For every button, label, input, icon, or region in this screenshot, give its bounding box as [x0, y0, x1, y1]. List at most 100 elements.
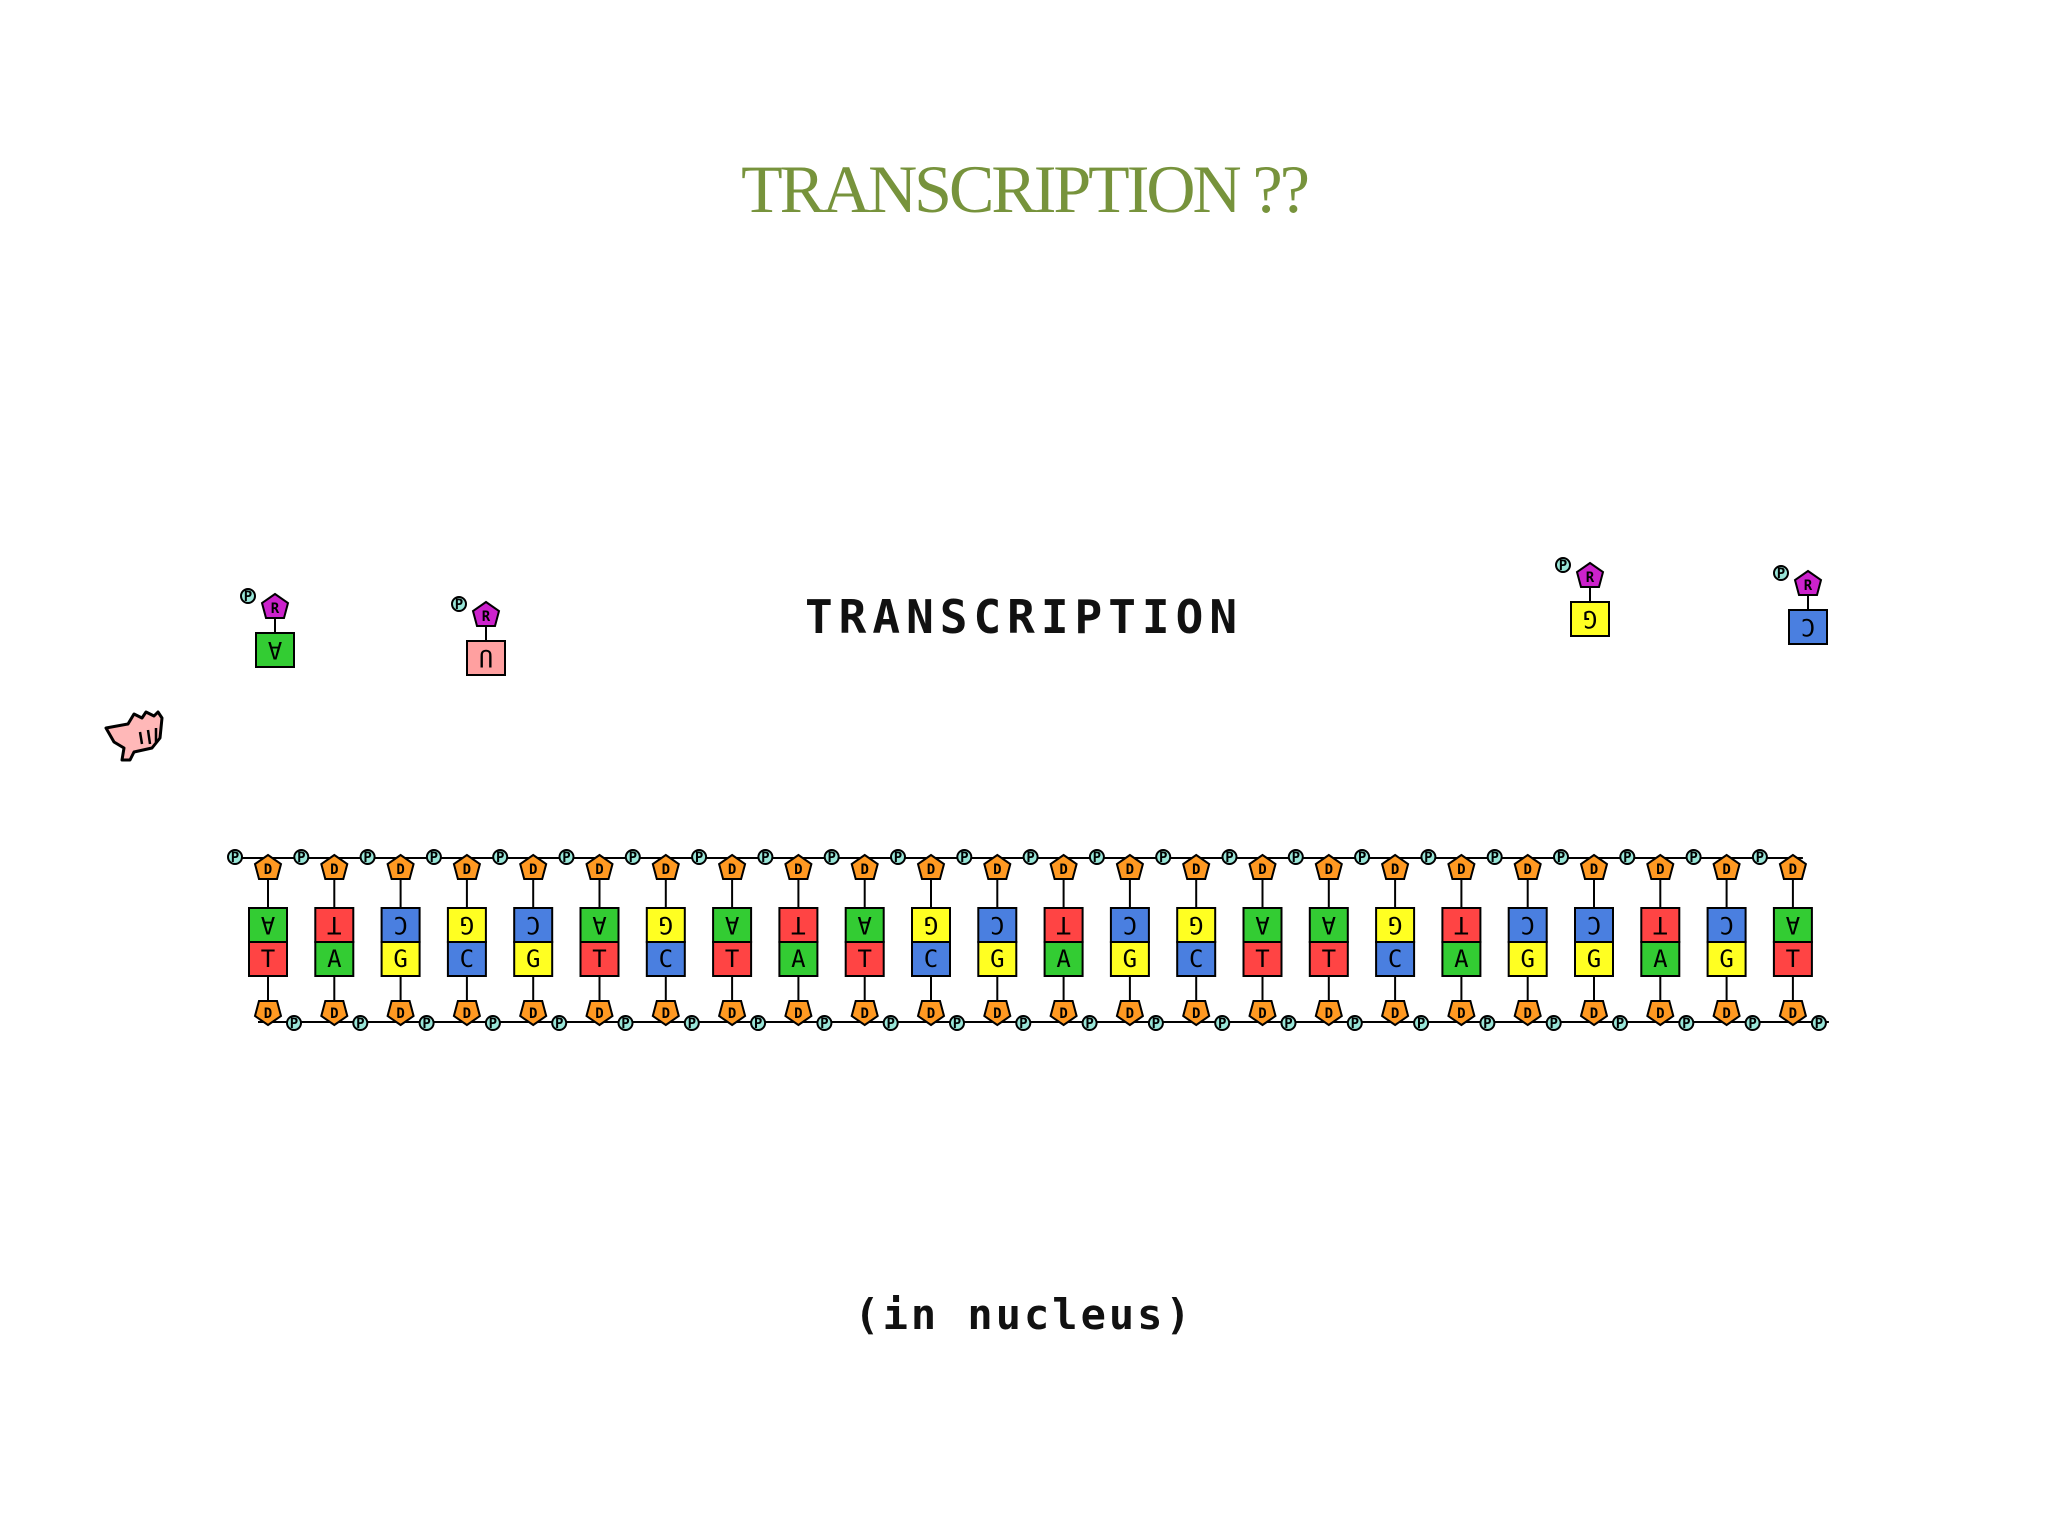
template-base: G — [1177, 908, 1215, 942]
template-base: T — [315, 908, 353, 942]
phosphate: P — [817, 1016, 831, 1032]
phosphate-label: P — [496, 850, 504, 866]
sugar-label: D — [1325, 862, 1333, 878]
phosphate: P — [361, 850, 375, 866]
phosphate-label: P — [1417, 1016, 1425, 1032]
sugar-label: D — [728, 1006, 736, 1022]
base-letter: T — [1786, 945, 1800, 973]
sugar-label: D — [595, 862, 603, 878]
base-letter: A — [791, 945, 806, 973]
phosphate-label: P — [1623, 850, 1631, 866]
sugar-label: D — [1590, 862, 1598, 878]
phosphate: P — [685, 1016, 699, 1032]
phosphate: P — [427, 850, 441, 866]
template-base: G — [647, 908, 685, 942]
phosphate-label: P — [629, 850, 637, 866]
phosphate-label: P — [1225, 850, 1233, 866]
coding-base: T — [1244, 942, 1282, 976]
phosphate: P — [493, 850, 507, 866]
base-letter: G — [393, 945, 407, 973]
template-base: A — [581, 908, 619, 942]
base-letter: G — [1587, 945, 1601, 973]
base-letter: A — [857, 911, 872, 939]
base-letter: A — [1454, 945, 1469, 973]
phosphate-label: P — [297, 850, 305, 866]
phosphate-label: P — [1559, 558, 1567, 574]
phosphate: P — [1746, 1016, 1760, 1032]
base-pair: PDGCDP — [1355, 850, 1428, 1032]
phosphate-label: P — [827, 850, 835, 866]
base-letter: A — [592, 911, 607, 939]
sugar-label: D — [662, 1006, 670, 1022]
phosphate: P — [1421, 850, 1435, 866]
sugar-label: D — [1457, 1006, 1465, 1022]
base-letter: A — [1056, 945, 1071, 973]
template-base: T — [779, 908, 817, 942]
base-pair: PDTADP — [1620, 850, 1693, 1032]
coding-base: T — [581, 942, 619, 976]
sugar-label: D — [1192, 1006, 1200, 1022]
base-letter: C — [526, 911, 540, 939]
base-letter: G — [1189, 911, 1203, 939]
coding-base: C — [647, 942, 685, 976]
base-pair: PDCGDP — [1488, 850, 1561, 1032]
phosphate-label: P — [555, 1016, 563, 1032]
phosphate: P — [1289, 850, 1303, 866]
phosphate-label: P — [1483, 1016, 1491, 1032]
phosphate: P — [353, 1016, 367, 1032]
sugar-label: D — [1523, 1006, 1531, 1022]
phosphate: P — [560, 850, 574, 866]
phosphate: P — [758, 850, 772, 866]
template-base: A — [1774, 908, 1812, 942]
phosphate-label: P — [1152, 1016, 1160, 1032]
base-letter: C — [1587, 911, 1601, 939]
coding-base: C — [1376, 942, 1414, 976]
sugar-label: D — [396, 862, 404, 878]
coding-base: G — [1509, 942, 1547, 976]
template-base: C — [1509, 908, 1547, 942]
sugar-label: D — [1590, 1006, 1598, 1022]
phosphate: P — [1016, 1016, 1030, 1032]
phosphate-label: P — [356, 1016, 364, 1032]
phosphate-label: P — [621, 1016, 629, 1032]
phosphate-label: P — [1019, 1016, 1027, 1032]
phosphate: P — [1613, 1016, 1627, 1032]
base-letter: T — [791, 911, 805, 939]
template-base: T — [1045, 908, 1083, 942]
base-letter: C — [460, 945, 474, 973]
phosphate-label: P — [1689, 850, 1697, 866]
phosphate-label: P — [422, 1016, 430, 1032]
sugar-top: R — [1577, 563, 1603, 587]
sugar-label: D — [1656, 1006, 1664, 1022]
base-letter: A — [1255, 911, 1270, 939]
base-letter: G — [460, 911, 474, 939]
coding-base: T — [846, 942, 884, 976]
sugar-label: D — [1258, 862, 1266, 878]
base-letter: C — [1189, 945, 1203, 973]
phosphate-label: P — [363, 850, 371, 866]
phosphate: P — [884, 1016, 898, 1032]
phosphate-label: P — [1085, 1016, 1093, 1032]
base-letter: C — [1520, 911, 1534, 939]
phosphate: P — [1024, 850, 1038, 866]
base-pair: PDCGDP — [493, 850, 566, 1032]
phosphate-label: P — [960, 850, 968, 866]
base-pair: PDTADP — [758, 850, 831, 1032]
base-pair: PDATDP — [1753, 850, 1826, 1032]
phosphate-label: P — [1756, 850, 1764, 866]
template-base: A — [249, 908, 287, 942]
free-base: U — [467, 641, 505, 675]
phosphate: P — [552, 1016, 566, 1032]
coding-base: G — [1111, 942, 1149, 976]
base-letter: G — [1388, 911, 1402, 939]
sugar-label: D — [463, 862, 471, 878]
phosphate: P — [420, 1016, 434, 1032]
base-letter: A — [724, 911, 739, 939]
coding-base: A — [1442, 942, 1480, 976]
phosphate: P — [1480, 1016, 1494, 1032]
phosphate: P — [891, 850, 905, 866]
phosphate-label: P — [761, 850, 769, 866]
